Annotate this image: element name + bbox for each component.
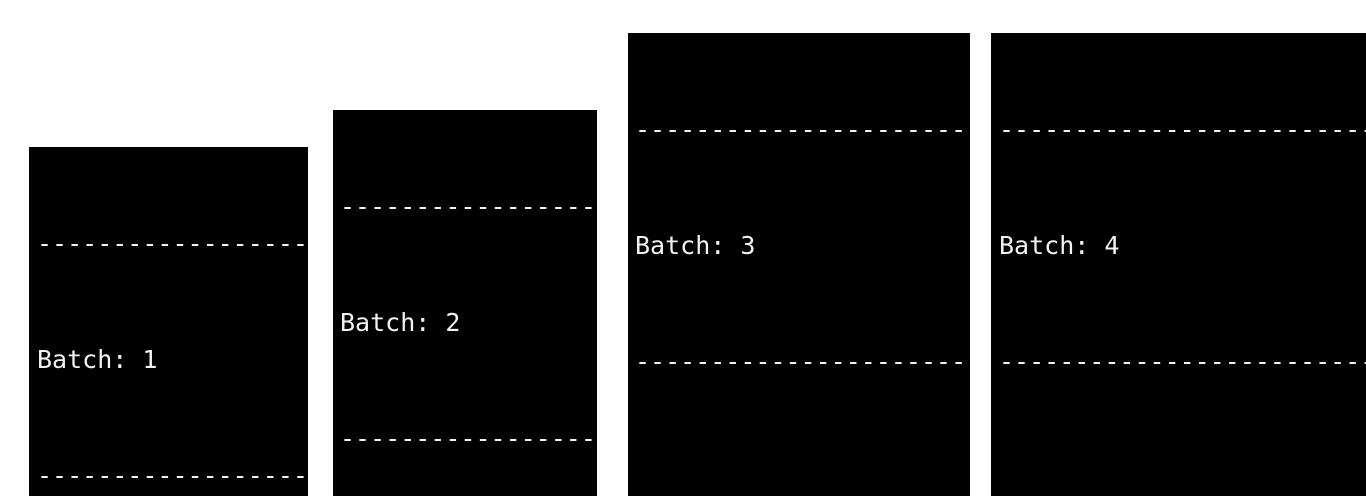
separator-bottom: ----------------------------------------… — [999, 347, 1366, 377]
blank-line — [999, 460, 1366, 496]
separator-top: ----------------------------------------… — [37, 228, 308, 258]
batch-title: Batch: 4 — [999, 230, 1120, 260]
separator-bottom: ----------------------------------------… — [37, 461, 308, 491]
batch-output-panel-2: ----------------------------------------… — [333, 110, 597, 496]
separator-top: ----------------------------------------… — [999, 114, 1366, 144]
batch-output-panel-4: ----------------------------------------… — [991, 33, 1366, 496]
separator-top: ----------------------------------------… — [340, 191, 597, 221]
separator-bottom: ----------------------------------------… — [635, 347, 970, 377]
batch-title: Batch: 2 — [340, 307, 461, 337]
separator-top: ----------------------------------------… — [635, 114, 970, 144]
blank-line — [635, 460, 970, 496]
batch-title: Batch: 3 — [635, 230, 756, 260]
batch-output-panel-3: ----------------------------------------… — [628, 33, 970, 496]
separator-bottom: ----------------------------------------… — [340, 424, 597, 454]
batch-output-panel-1: ----------------------------------------… — [29, 147, 308, 496]
batch-title: Batch: 1 — [37, 344, 158, 374]
